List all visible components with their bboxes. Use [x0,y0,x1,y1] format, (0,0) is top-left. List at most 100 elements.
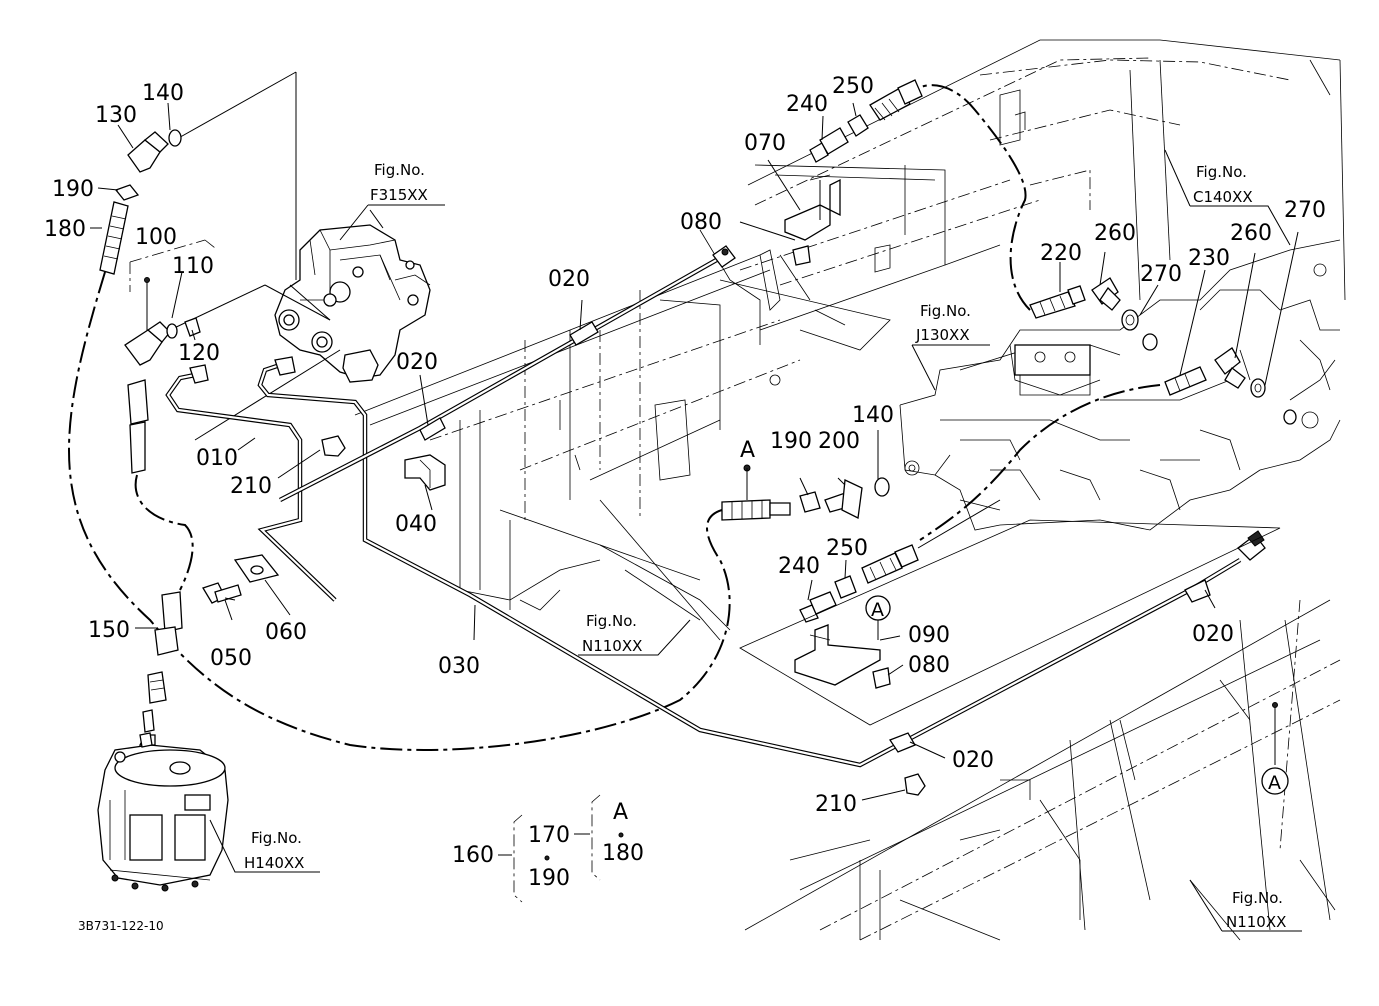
label-A-callout[interactable]: A [740,438,755,463]
figref-h140[interactable]: Fig.No. H140XX [244,829,304,872]
label-040[interactable]: 040 [395,512,437,537]
label-150[interactable]: 150 [88,618,130,643]
pipe-030 [257,356,1266,768]
label-080-bot[interactable]: 080 [908,653,950,678]
clamp-210-left [321,435,346,457]
figref-n110-mid-line2: N110XX [582,637,642,655]
kit-label-190[interactable]: 190 [528,866,570,891]
label-210-bot[interactable]: 210 [815,792,857,817]
label-220[interactable]: 220 [1040,241,1082,266]
label-110[interactable]: 110 [172,254,214,279]
figref-n110-bot-line2: N110XX [1226,913,1286,931]
pipe-020-long [278,245,736,503]
kit-label-A[interactable]: A [613,800,628,825]
label-270-b[interactable]: 270 [1284,198,1326,223]
label-240-bot[interactable]: 240 [778,554,820,579]
figref-c140[interactable]: Fig.No. C140XX [1164,149,1291,246]
figref-f315[interactable]: Fig.No. F315XX [339,161,445,241]
leader-line [264,284,331,321]
label-100[interactable]: 100 [135,225,177,250]
figref-h140-line2: H140XX [244,854,304,872]
label-200[interactable]: 200 [818,429,860,454]
label-120[interactable]: 120 [178,341,220,366]
fitting-260-a [1091,277,1121,311]
figref-n110-mid-line1: Fig.No. [586,612,637,630]
pump-assembly [274,224,431,383]
clamp-210-bottom [904,773,926,796]
hose-right-top [914,84,1031,311]
leader-line [224,597,236,601]
label-090[interactable]: 090 [908,623,950,648]
label-020-d[interactable]: 020 [952,748,994,773]
figref-h140-line1: Fig.No. [251,829,302,847]
kit-group: 160 170 190 A 180 [452,794,644,903]
figref-n110-mid[interactable]: Fig.No. N110XX [578,612,691,656]
label-140-top[interactable]: 140 [142,81,184,106]
elbow-200 [824,479,863,519]
fitting-230 [1164,366,1207,396]
bracket-070 [784,174,841,241]
transmission-housing [899,239,1341,531]
bracket-060 [233,554,280,583]
label-130[interactable]: 130 [95,103,137,128]
circle-marker-A[interactable]: A [865,595,891,621]
figref-j130[interactable]: Fig.No. J130XX [911,302,990,391]
label-010[interactable]: 010 [196,446,238,471]
label-leaders [90,102,1299,801]
kit-label-180[interactable]: 180 [602,841,644,866]
leader-line [209,819,320,873]
hose-end-A [721,464,791,521]
label-070[interactable]: 070 [744,131,786,156]
label-140-mid[interactable]: 140 [852,403,894,428]
bolt-050 [202,582,242,604]
fitting-260-b [1214,347,1246,389]
circle-marker-A-right[interactable]: A [1261,767,1289,795]
leader-line [289,284,331,321]
leader-line [174,71,297,141]
label-260-a[interactable]: 260 [1094,221,1136,246]
label-250-bot[interactable]: 250 [826,536,868,561]
label-190-top[interactable]: 190 [52,177,94,202]
label-030[interactable]: 030 [438,654,480,679]
drawing-code: 3B731-122-10 [78,919,164,933]
figref-f315-line2: F315XX [370,186,428,204]
hose-right-mid [919,384,1161,541]
label-080-top[interactable]: 080 [680,210,722,235]
label-190-mid[interactable]: 190 [770,429,812,454]
kit-label-160[interactable]: 160 [452,843,494,868]
leader-line [169,284,266,331]
label-020-c[interactable]: 020 [1192,622,1234,647]
figref-j130-line1: Fig.No. [920,302,971,320]
figref-n110-bot[interactable]: Fig.No. N110XX [1189,879,1302,932]
bolt-080-top [792,245,811,266]
nut-250-bot [834,575,857,599]
hydraulic-motor [97,734,229,892]
nut-250-top [847,114,869,137]
fitting-240-bot [799,591,837,623]
leader-line [917,499,1001,549]
label-230[interactable]: 230 [1188,246,1230,271]
label-210-left[interactable]: 210 [230,474,272,499]
label-260-b[interactable]: 260 [1230,221,1272,246]
label-020-b[interactable]: 020 [396,350,438,375]
chassis-frame [354,39,1346,941]
bracket-plate-090 [739,519,1281,726]
label-270-a[interactable]: 270 [1140,262,1182,287]
fitting-top-hose-end [869,79,923,121]
leader-line [369,209,384,229]
oring-140-mid [874,477,890,497]
label-050[interactable]: 050 [210,646,252,671]
figref-f315-line1: Fig.No. [374,161,425,179]
label-250-top[interactable]: 250 [832,74,874,99]
figref-j130-line2: J130XX [915,326,970,344]
oring-270-b [1250,378,1297,425]
label-180-top[interactable]: 180 [44,217,86,242]
label-020-a[interactable]: 020 [548,267,590,292]
fitting-220 [1029,285,1086,319]
part-labels: 140 130 190 180 100 110 120 010 210 150 … [44,74,1326,817]
kit-label-170[interactable]: 170 [528,823,570,848]
label-060[interactable]: 060 [265,620,307,645]
label-240-top[interactable]: 240 [786,92,828,117]
